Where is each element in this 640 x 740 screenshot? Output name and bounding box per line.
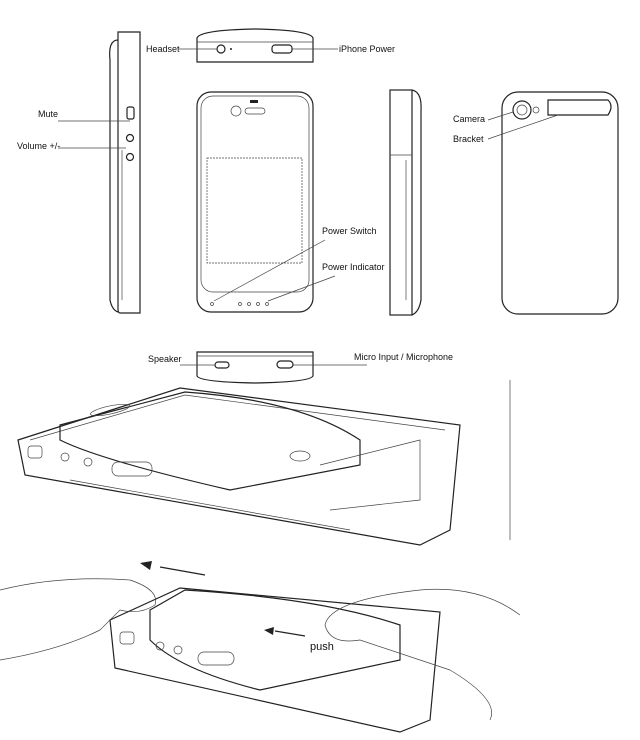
perspective-case-view bbox=[17, 380, 511, 546]
label-bracket: Bracket bbox=[453, 134, 484, 144]
label-iphone-power: iPhone Power bbox=[339, 44, 395, 54]
arrow-head-icon bbox=[140, 561, 152, 570]
label-volume: Volume +/- bbox=[17, 141, 60, 151]
label-headset: Headset bbox=[146, 44, 180, 54]
back-view: Camera Bracket bbox=[453, 91, 619, 315]
label-speaker: Speaker bbox=[148, 354, 182, 364]
label-camera: Camera bbox=[453, 114, 485, 124]
label-push: push bbox=[310, 641, 334, 653]
bottom-view: Speaker Micro Input / Microphone bbox=[148, 351, 453, 384]
label-power-switch: Power Switch bbox=[322, 226, 377, 236]
push-instruction-view: push bbox=[0, 561, 521, 733]
front-view: Power Switch Power Indicator bbox=[196, 91, 385, 313]
label-micro-input: Micro Input / Microphone bbox=[354, 352, 453, 362]
label-mute: Mute bbox=[38, 109, 58, 119]
label-power-indicator: Power Indicator bbox=[322, 262, 385, 272]
top-view: Headset iPhone Power bbox=[146, 28, 395, 63]
right-side-view bbox=[389, 89, 422, 316]
left-side-view: Mute Volume +/- bbox=[17, 31, 141, 314]
arrow-line bbox=[159, 566, 206, 576]
